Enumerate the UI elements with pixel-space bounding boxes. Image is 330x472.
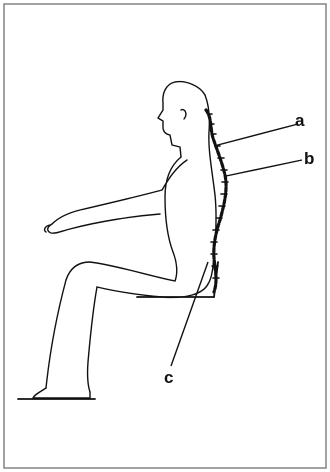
arm-lower-outline (48, 214, 160, 233)
leader-lines (171, 124, 302, 366)
shin-front-outline (46, 280, 66, 388)
shin-back-outline (88, 287, 97, 392)
leader-line-b (226, 160, 302, 176)
callout-label-c: c (164, 369, 173, 386)
arm-upper-outline (52, 160, 187, 224)
thigh-bottom-outline (97, 284, 208, 297)
torso-front-outline (165, 157, 181, 281)
ear-outline (181, 110, 186, 119)
callout-label-b: b (304, 150, 314, 167)
foot-outline (33, 388, 90, 398)
leader-line-a (214, 124, 298, 146)
head-outline (158, 82, 205, 157)
callout-label-a: a (295, 112, 304, 129)
thigh-top-outline (66, 262, 175, 281)
person-outline (33, 82, 216, 398)
